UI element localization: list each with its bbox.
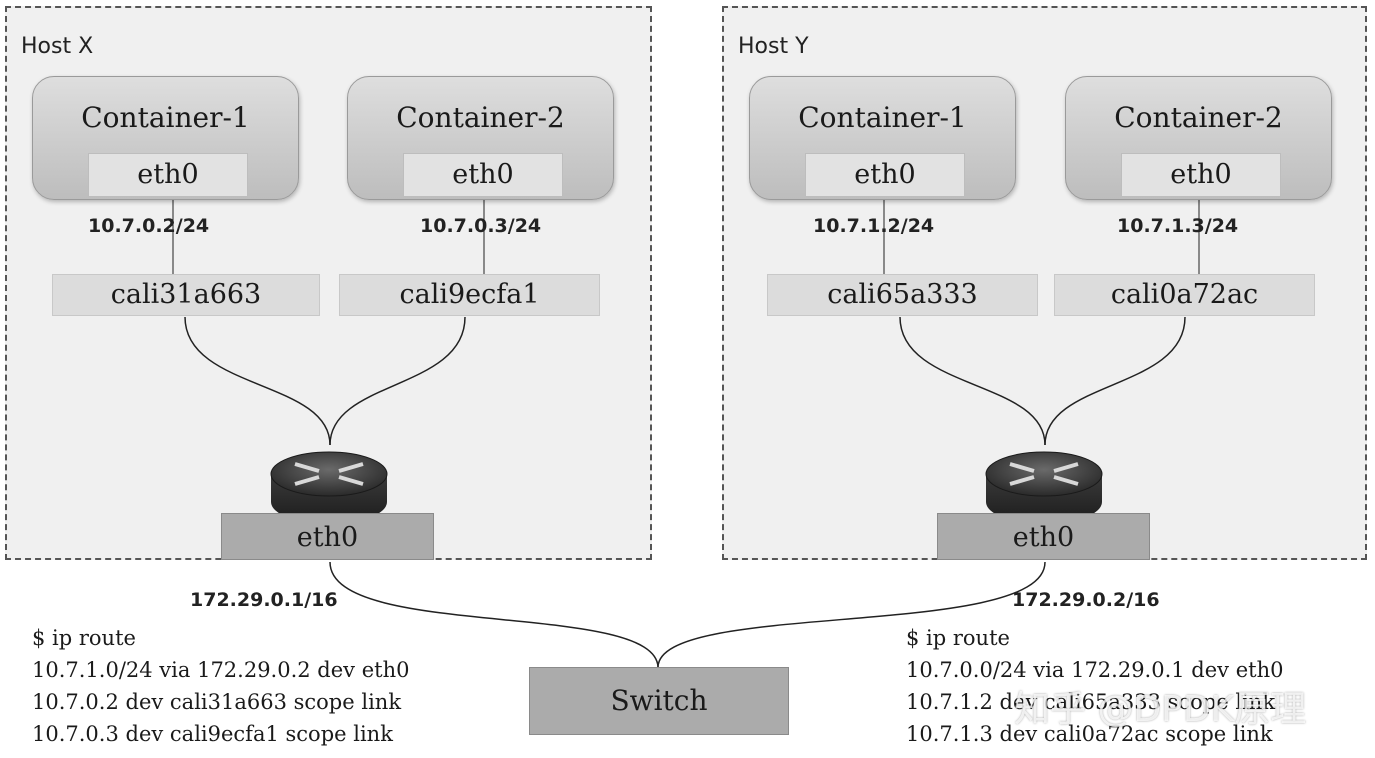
- host-y-container-2: Container-2 eth0: [1065, 76, 1332, 200]
- switch-box: Switch: [529, 667, 789, 735]
- ip-label: 10.7.1.3/24: [1117, 215, 1239, 237]
- router-y-icon: [985, 451, 1103, 524]
- router-x-icon: [270, 451, 388, 524]
- route-line: $ ip route: [906, 626, 1010, 650]
- host-x-container-1: Container-1 eth0: [32, 76, 299, 200]
- container-name: Container-2: [396, 101, 565, 134]
- host-y-label: Host Y: [738, 34, 809, 59]
- ip-label: 10.7.1.2/24: [813, 215, 935, 237]
- host-x-eth0: eth0: [221, 513, 434, 560]
- host-y-eth0: eth0: [937, 513, 1150, 560]
- route-line: 10.7.1.3 dev cali0a72ac scope link: [906, 722, 1273, 746]
- container-name: Container-2: [1114, 101, 1283, 134]
- host-x-label: Host X: [21, 34, 94, 59]
- container-eth0: eth0: [88, 153, 248, 197]
- host-x-route-table: $ ip route 10.7.1.0/24 via 172.29.0.2 de…: [32, 622, 409, 750]
- ip-label: 10.7.0.3/24: [420, 215, 542, 237]
- veth-box: cali9ecfa1: [339, 274, 600, 316]
- veth-box: cali0a72ac: [1054, 274, 1315, 316]
- container-name: Container-1: [81, 101, 250, 134]
- veth-box: cali31a663: [52, 274, 320, 316]
- route-line: 10.7.0.0/24 via 172.29.0.1 dev eth0: [906, 658, 1284, 682]
- watermark: 知乎 @DPDK原理: [1014, 689, 1307, 730]
- link-host-x-switch: [329, 561, 659, 668]
- link-cali0a72ac-router-y: [1044, 316, 1186, 446]
- link-host-y-switch: [657, 561, 1046, 668]
- host-y-ip: 172.29.0.2/16: [1012, 589, 1160, 611]
- route-line: 10.7.1.0/24 via 172.29.0.2 dev eth0: [32, 658, 410, 682]
- veth-box: cali65a333: [767, 274, 1038, 316]
- route-line: 10.7.1.2 dev cali65a333 scope link: [906, 690, 1276, 714]
- ip-label: 10.7.0.2/24: [88, 215, 210, 237]
- container-name: Container-1: [798, 101, 967, 134]
- route-line: 10.7.0.3 dev cali9ecfa1 scope link: [32, 722, 393, 746]
- host-y-route-table: $ ip route 10.7.0.0/24 via 172.29.0.1 de…: [906, 622, 1283, 750]
- link-cali65a333-router-y: [899, 316, 1046, 446]
- container-eth0: eth0: [403, 153, 563, 197]
- container-eth0: eth0: [805, 153, 965, 197]
- host-y-container-1: Container-1 eth0: [749, 76, 1016, 200]
- host-x-container-2: Container-2 eth0: [347, 76, 614, 200]
- container-eth0: eth0: [1121, 153, 1281, 197]
- link-cali9ecfa1-router-x: [329, 316, 466, 446]
- route-line: $ ip route: [32, 626, 136, 650]
- route-line: 10.7.0.2 dev cali31a663 scope link: [32, 690, 402, 714]
- link-cali31a663-router-x: [184, 316, 331, 446]
- host-x-ip: 172.29.0.1/16: [190, 589, 338, 611]
